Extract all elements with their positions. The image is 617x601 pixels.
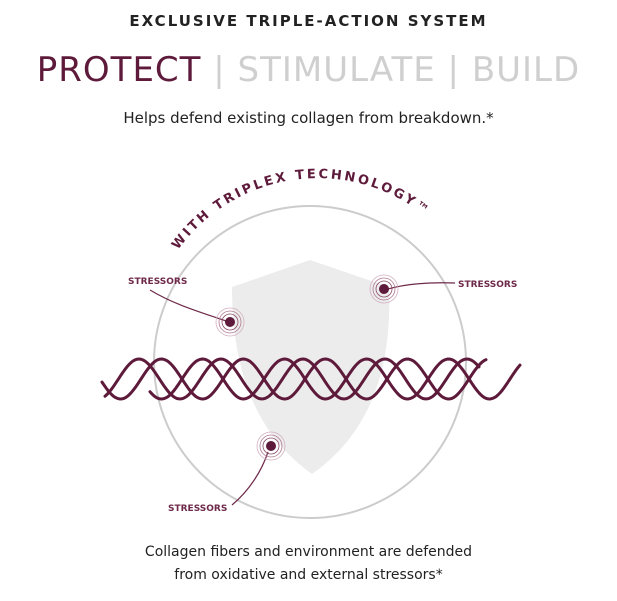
eyebrow-heading: EXCLUSIVE TRIPLE-ACTION SYSTEM [129, 12, 488, 30]
caption-line-2: from oxidative and external stressors* [174, 567, 443, 583]
headline-build: BUILD [471, 50, 581, 90]
collagen-helix [100, 357, 522, 401]
headline-separator: | [201, 50, 238, 90]
caption: Collagen fibers and environment are defe… [0, 541, 617, 587]
headline-protect: PROTECT [36, 50, 202, 90]
caption-line-1: Collagen fibers and environment are defe… [144, 544, 473, 560]
stressor-3: STRESSORS [168, 431, 286, 514]
stressor-2: STRESSORS [369, 274, 517, 304]
stressor-label: STRESSORS [168, 504, 227, 514]
shield-icon [232, 260, 390, 474]
stressor-label: STRESSORS [128, 277, 187, 287]
helix-strand [100, 357, 488, 401]
helix-strand [103, 357, 481, 401]
stressor-1: STRESSORS [128, 277, 245, 337]
stressor-label: STRESSORS [458, 280, 517, 290]
arc-text-path: WITH TRIPLEX TECHNOLOGY™ [169, 167, 430, 252]
subtitle: Helps defend existing collagen from brea… [123, 109, 494, 127]
headline-stimulate: STIMULATE [237, 50, 436, 90]
arc-text: WITH TRIPLEX TECHNOLOGY™ [169, 167, 433, 252]
headline: PROTECT | STIMULATE | BUILD [0, 50, 617, 90]
headline-separator: | [435, 50, 472, 90]
